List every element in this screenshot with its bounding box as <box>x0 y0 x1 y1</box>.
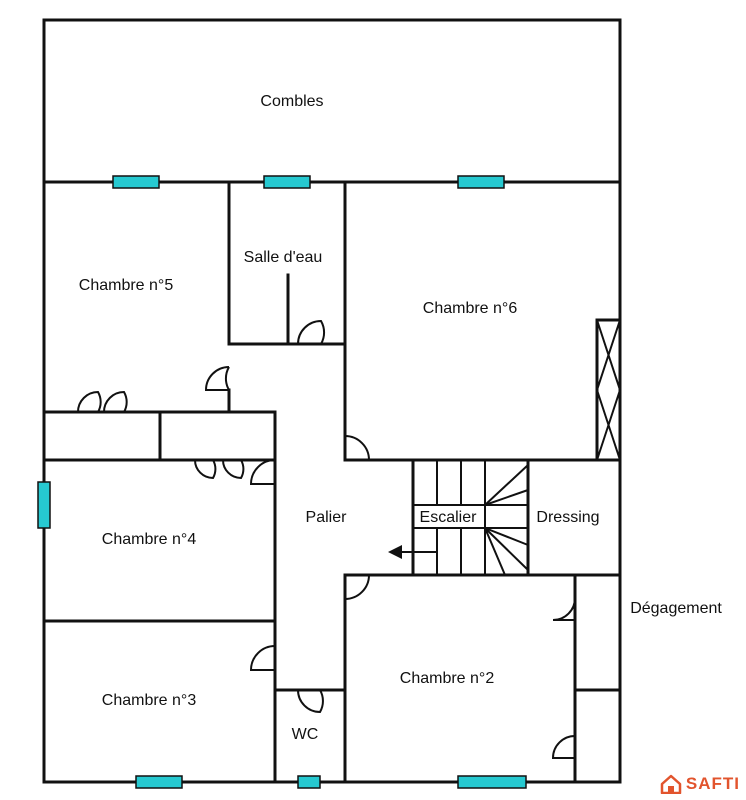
window <box>297 775 321 789</box>
room-label-salle-eau: Salle d'eau <box>244 249 323 266</box>
house-icon-shape <box>660 774 682 794</box>
staircase <box>388 460 529 576</box>
wardrobe <box>595 318 622 462</box>
safti-logo: SAFTI <box>660 774 740 794</box>
house-icon <box>660 774 682 794</box>
windows <box>37 175 527 789</box>
room-label-chambre-2: Chambre n°2 <box>400 670 495 687</box>
room-label-chambre-3: Chambre n°3 <box>102 692 197 709</box>
house-door <box>667 786 674 793</box>
window <box>112 175 160 189</box>
window <box>263 175 311 189</box>
window <box>457 775 527 789</box>
window <box>135 775 183 789</box>
room-label-wc: WC <box>292 726 319 743</box>
room-label-degagement: Dégagement <box>630 600 722 617</box>
window <box>457 175 505 189</box>
brand-name: SAFTI <box>685 774 740 793</box>
room-label-dressing: Dressing <box>536 509 599 526</box>
room-label-escalier: Escalier <box>420 509 478 526</box>
room-label-chambre-5: Chambre n°5 <box>79 277 174 294</box>
room-label-chambre-4: Chambre n°4 <box>102 531 197 548</box>
room-label-palier: Palier <box>306 509 348 526</box>
room-label-chambre-6: Chambre n°6 <box>423 300 518 317</box>
outer-walls <box>42 18 622 784</box>
room-label-combles: Combles <box>260 93 323 110</box>
door-swings <box>77 319 576 759</box>
interior-walls <box>42 180 622 784</box>
window <box>37 481 51 529</box>
